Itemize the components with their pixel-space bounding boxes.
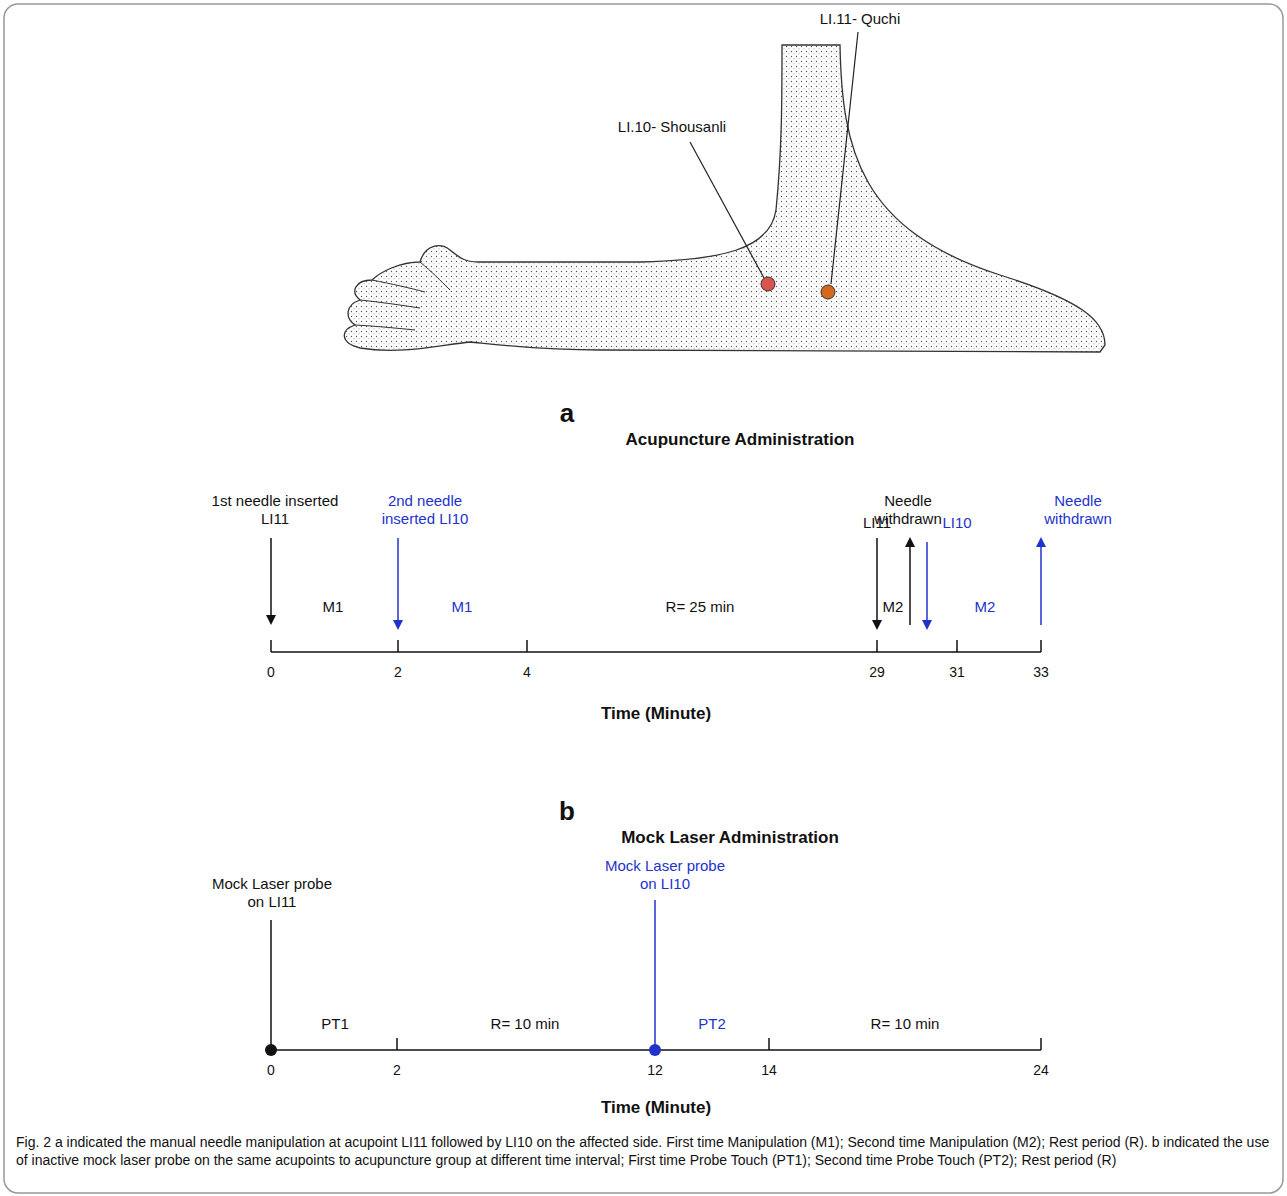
event-label: LI10 [942,514,971,532]
tick-label: 2 [394,664,402,681]
needle-arrow [926,542,928,625]
period-label: R= 10 min [491,1015,560,1033]
tick-label: 29 [869,664,885,681]
period-label: M1 [452,598,473,616]
needle-arrow [270,538,272,620]
leader-line [831,32,858,284]
panel-title: Mock Laser Administration [621,828,839,848]
probe-dot [265,1044,277,1056]
period-label: M2 [883,598,904,616]
leader-line [690,142,764,278]
tick-label: 0 [267,1062,275,1079]
tick-label: 12 [647,1062,663,1079]
event-label: 2nd needle inserted LI10 [375,492,475,528]
tick-label: 24 [1033,1062,1049,1079]
axis-title: Time (Minute) [601,704,711,724]
arm-illustration [344,45,1105,352]
probe-line [270,920,272,1050]
period-label: M1 [323,598,344,616]
tick-label: 14 [761,1062,777,1079]
period-label: PT1 [321,1015,349,1033]
figure-frame [4,4,1283,1193]
event-label: 1st needle inserted LI11 [205,492,345,528]
acupoint-dot [761,277,775,291]
tick-label: 31 [949,664,965,681]
period-label: R= 10 min [871,1015,940,1033]
period-label: R= 25 min [666,598,735,616]
event-label: Mock Laser probe on LI10 [595,857,735,893]
period-label: PT2 [698,1015,726,1033]
needle-arrow [397,538,399,625]
panel-letter: b [559,796,575,827]
event-label: Needle withdrawn [1038,492,1118,528]
event-label: Mock Laser probe on LI11 [202,875,342,911]
panel-letter: a [560,398,574,429]
point-label: LI.10- Shousanli [618,118,726,136]
finger-lines [355,262,450,330]
probe-line [654,900,656,1050]
tick-label: 33 [1033,664,1049,681]
point-label: LI.11- Quchi [820,10,901,28]
withdraw-arrow [909,542,911,625]
acupoint-dot [821,285,835,299]
axis-title: Time (Minute) [601,1098,711,1118]
period-label: M2 [975,598,996,616]
tick-label: 2 [393,1062,401,1079]
event-label: Needle withdrawn [868,492,948,528]
probe-dot [649,1044,661,1056]
needle-arrow [876,538,878,625]
tick-label: 0 [267,664,275,681]
timeline-a [271,640,1041,652]
panel-title: Acupuncture Administration [626,430,855,450]
figure-caption: Fig. 2 a indicated the manual needle man… [16,1134,1271,1169]
tick-label: 4 [523,664,531,681]
withdraw-arrow [1040,542,1042,625]
